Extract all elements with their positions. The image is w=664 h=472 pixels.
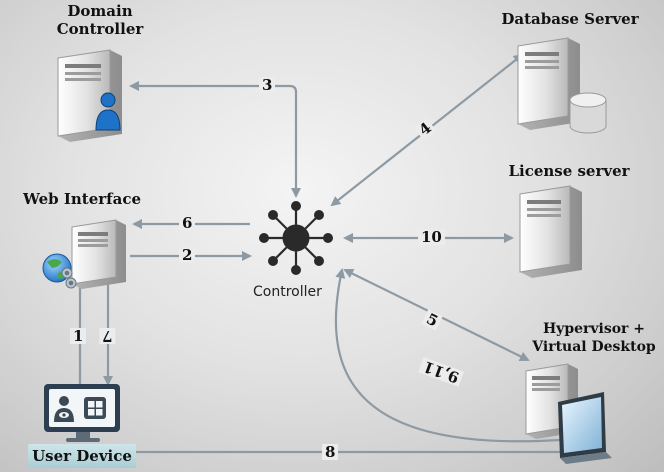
controller-hub-icon [259, 201, 333, 275]
hypervisor-label: Hypervisor +Virtual Desktop [532, 321, 656, 355]
gear-icon [61, 267, 77, 289]
edge-3 [129, 81, 301, 198]
virtual-desktop-monitor-icon [558, 392, 612, 464]
edge-label-1: 1 [70, 328, 87, 344]
edge-label-3: 3 [259, 77, 276, 93]
edge-label-7: 7 [99, 327, 116, 345]
edge-label-8: 8 [322, 444, 339, 460]
edge-label-2: 2 [179, 247, 196, 263]
user-device-monitor-icon [44, 384, 120, 442]
user-eye-icon [54, 396, 74, 422]
database-server-icon [517, 37, 607, 134]
user-device-label: User Device [32, 447, 132, 465]
edge-label-10: 10 [418, 229, 445, 245]
database-server-label: Database Server [501, 10, 639, 28]
database-cylinder-icon [569, 92, 607, 134]
user-device-label-bar [28, 444, 136, 468]
edge-9-11 [334, 268, 561, 443]
license-server-label: License server [508, 162, 630, 180]
windows-logo-icon [84, 397, 106, 419]
web-interface-label: Web Interface [22, 190, 142, 208]
license-server-icon [519, 185, 582, 278]
web-interface-server-icon [71, 219, 126, 289]
domain-controller-server-icon [57, 49, 122, 142]
controller-label: Controller [253, 284, 322, 300]
edge-label-6: 6 [179, 215, 196, 231]
